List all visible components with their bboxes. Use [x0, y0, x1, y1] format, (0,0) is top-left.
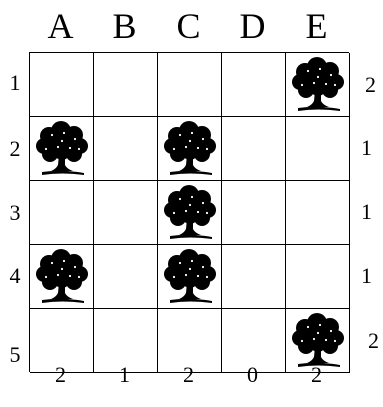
- column-label-d: D: [221, 8, 284, 44]
- row-label-4: 4: [6, 265, 24, 287]
- puzzle-grid: [29, 52, 349, 372]
- column-count-e: 2: [285, 360, 348, 390]
- tree-icon: [290, 57, 346, 113]
- row-label-5: 5: [6, 344, 24, 366]
- grid-cell-b3[interactable]: [94, 181, 158, 245]
- grid-cell-d3[interactable]: [222, 181, 286, 245]
- grid-cell-d4[interactable]: [222, 245, 286, 309]
- row-label-2: 2: [6, 138, 24, 160]
- grid-cell-a4[interactable]: [30, 245, 94, 309]
- grid-cell-a2[interactable]: [30, 117, 94, 181]
- row-label-3: 3: [6, 202, 24, 224]
- grid-cell-b2[interactable]: [94, 117, 158, 181]
- grid-cell-c1[interactable]: [158, 53, 222, 117]
- tree-icon: [34, 121, 90, 177]
- grid-cell-a1[interactable]: [30, 53, 94, 117]
- grid-cell-e4[interactable]: [286, 245, 350, 309]
- grid-cell-c2[interactable]: [158, 117, 222, 181]
- column-count-b: 1: [93, 360, 156, 390]
- column-label-a: A: [29, 8, 92, 44]
- grid-cell-e2[interactable]: [286, 117, 350, 181]
- grid-cell-c3[interactable]: [158, 181, 222, 245]
- grid-cell-a3[interactable]: [30, 181, 94, 245]
- column-count-d: 0: [221, 360, 284, 390]
- column-label-c: C: [157, 8, 220, 44]
- grid-cell-c4[interactable]: [158, 245, 222, 309]
- column-count-a: 2: [29, 360, 92, 390]
- tree-icon: [34, 249, 90, 305]
- row-count-4: 1: [361, 265, 383, 287]
- column-label-e: E: [285, 8, 348, 44]
- row-count-5: 2: [368, 330, 383, 352]
- tree-icon: [162, 121, 218, 177]
- grid-cell-e3[interactable]: [286, 181, 350, 245]
- row-count-2: 1: [361, 137, 383, 159]
- column-count-c: 2: [157, 360, 220, 390]
- grid-cell-e1[interactable]: [286, 53, 350, 117]
- grid-cell-d1[interactable]: [222, 53, 286, 117]
- column-label-b: B: [93, 8, 156, 44]
- grid-cell-d2[interactable]: [222, 117, 286, 181]
- row-label-1: 1: [6, 72, 24, 94]
- grid-cell-b1[interactable]: [94, 53, 158, 117]
- grid-cell-b4[interactable]: [94, 245, 158, 309]
- tree-icon: [162, 249, 218, 305]
- tree-icon: [162, 185, 218, 241]
- row-count-1: 2: [365, 74, 383, 96]
- row-count-3: 1: [361, 201, 383, 223]
